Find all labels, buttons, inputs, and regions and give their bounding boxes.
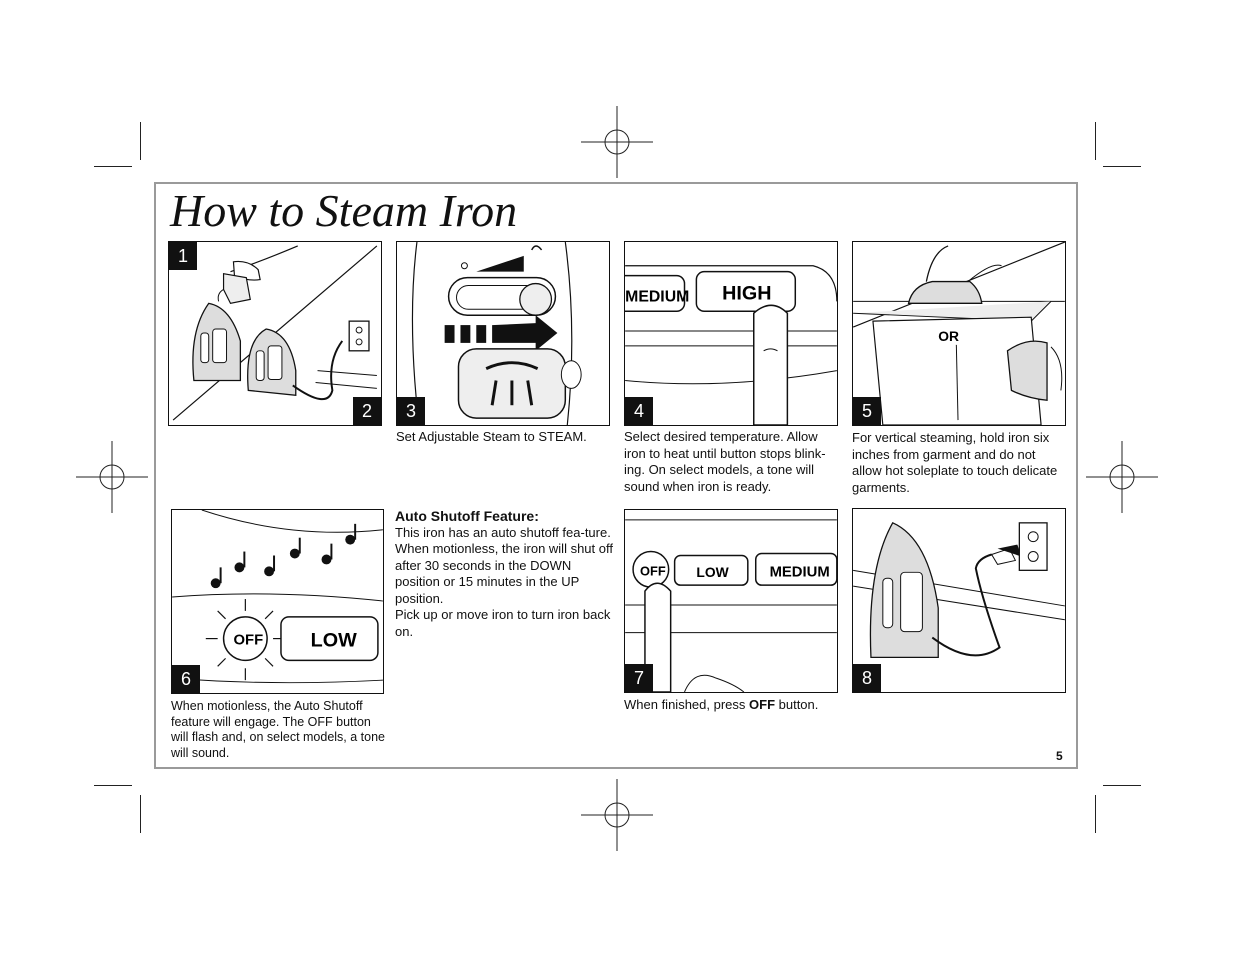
step-badge-8: 8 — [853, 664, 881, 692]
step-badge-1: 1 — [169, 242, 197, 270]
unplug-iron-illustration — [853, 522, 1065, 659]
auto-shutoff-body2: Pick up or move iron to turn iron back o… — [395, 607, 611, 639]
registration-mark-icon — [581, 106, 653, 178]
auto-shutoff-section: Auto Shutoff Feature: This iron has an a… — [395, 508, 615, 640]
step-badge-7: 7 — [625, 664, 653, 692]
step-7-illustration: OFF LOW MEDIUM 7 — [624, 509, 838, 693]
step-4-illustration: MEDIUM HIGH 4 — [624, 241, 838, 426]
crop-mark — [94, 785, 132, 786]
step-5-illustration: OR 5 — [852, 241, 1066, 426]
step-6-caption: When motionless, the Auto Shutoff featur… — [171, 699, 386, 760]
wall-outlet-icon — [348, 320, 370, 352]
step-badge-2: 2 — [353, 397, 381, 425]
svg-text:OFF: OFF — [233, 633, 263, 649]
music-notes-icon — [210, 523, 357, 589]
auto-shutoff-heading: Auto Shutoff Feature: — [395, 508, 539, 524]
step-badge-3: 3 — [397, 397, 425, 425]
step-8-illustration: 8 — [852, 508, 1066, 693]
svg-text:MEDIUM: MEDIUM — [770, 564, 830, 580]
step-4-caption: Select desired temperature. Allow iron t… — [624, 429, 826, 494]
step-6-illustration: OFF LOW 6 — [171, 509, 384, 694]
step-7-caption: When finished, press OFF button. — [624, 697, 864, 714]
step-3-illustration: 3 — [396, 241, 610, 426]
svg-text:LOW: LOW — [311, 630, 357, 652]
water-pitcher-icon — [222, 272, 251, 305]
page-title: How to Steam Iron — [170, 185, 518, 236]
finger-press-icon — [753, 304, 789, 425]
svg-text:LOW: LOW — [696, 564, 729, 580]
press-off-illustration: OFF LOW MEDIUM — [625, 519, 837, 692]
auto-shutoff-body: This iron has an auto shutoff fea-ture. … — [395, 524, 613, 606]
step-7-caption-after: button. — [775, 697, 819, 712]
temperature-buttons-illustration: MEDIUM HIGH — [625, 265, 837, 425]
step-7-caption-before: When finished, press — [624, 697, 750, 712]
svg-text:OR: OR — [938, 328, 959, 344]
step-badge-6: 6 — [172, 665, 200, 693]
vertical-steaming-illustration: OR — [853, 242, 1065, 425]
svg-text:MEDIUM: MEDIUM — [625, 288, 689, 305]
crop-mark — [140, 122, 141, 160]
flash-rays-icon — [205, 599, 285, 681]
page-frame — [154, 182, 1078, 769]
step-3-caption: Set Adjustable Steam to STEAM. — [396, 429, 587, 444]
crop-mark — [1095, 122, 1096, 160]
fill-and-plug-iron-illustration — [172, 245, 378, 421]
svg-text:HIGH: HIGH — [722, 282, 771, 304]
finger-press-icon — [519, 282, 553, 316]
svg-text:OFF: OFF — [640, 563, 666, 578]
crop-mark — [1095, 795, 1096, 833]
crop-mark — [1103, 785, 1141, 786]
crop-mark — [140, 795, 141, 833]
wall-outlet-icon — [1018, 522, 1048, 571]
step-badge-4: 4 — [625, 397, 653, 425]
auto-shutoff-flash-illustration: OFF LOW — [172, 510, 383, 684]
registration-mark-icon — [1086, 441, 1158, 513]
step-7-caption-bold: OFF — [749, 697, 776, 712]
crop-mark — [1103, 166, 1141, 167]
page-number: 5 — [1056, 749, 1063, 763]
registration-mark-icon — [76, 441, 148, 513]
crop-mark — [94, 166, 132, 167]
step-1-2-illustration: 1 2 — [168, 241, 382, 426]
iron-icon — [1006, 340, 1048, 401]
iron-icon — [907, 280, 983, 304]
step-badge-5: 5 — [853, 397, 881, 425]
registration-mark-icon — [581, 779, 653, 851]
steam-slider-icon — [411, 242, 582, 425]
step-5-caption: For vertical steaming, hold iron six inc… — [852, 430, 1058, 495]
